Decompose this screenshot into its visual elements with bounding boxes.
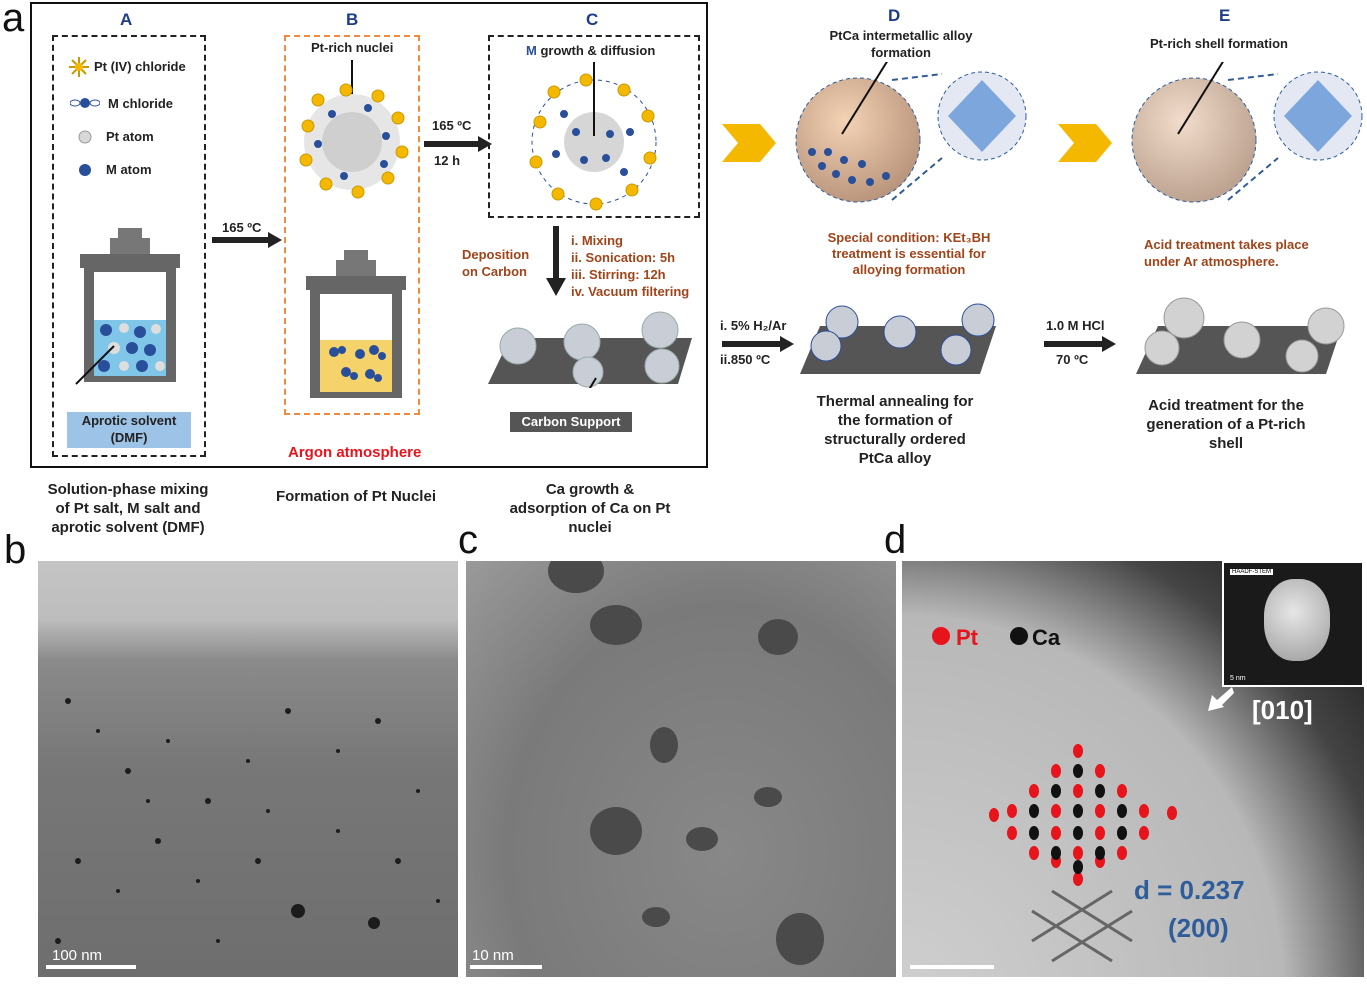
- inset-scale-label: 5 nm: [1230, 675, 1246, 682]
- arrow1-label: 165 ºC: [222, 220, 262, 235]
- legend-m-chloride: M chloride: [70, 94, 210, 114]
- acid-caption: Acid treatment for the generation of a P…: [1146, 397, 1306, 452]
- legend-pt-chloride: Pt (IV) chloride: [68, 56, 208, 78]
- tem-image-c: 10 nm: [466, 561, 896, 977]
- inset-particle: [1264, 579, 1330, 661]
- deposition-label: Deposition on Carbon: [462, 247, 530, 279]
- acid-condition-1: 1.0 M HCl: [1046, 318, 1105, 333]
- schematic-frame: [30, 2, 708, 468]
- legend-pt-atom: Pt atom: [78, 128, 208, 148]
- particle-field-b: [55, 698, 440, 944]
- box-c: [488, 35, 700, 218]
- panel-label-c: c: [458, 518, 478, 562]
- annealing-condition-1: i. 5% H₂/Ar: [720, 318, 787, 333]
- argon-atmosphere-label: Argon atmosphere: [288, 444, 422, 461]
- scale-bar-d: [910, 965, 994, 969]
- step-letter-c: C: [586, 10, 599, 29]
- arrow2-label-time: 12 h: [434, 153, 461, 168]
- caption-a: Solution-phase mixing of Pt salt, M salt…: [47, 481, 209, 536]
- acid-note: Acid treatment takes place under Ar atmo…: [1144, 237, 1309, 269]
- pt-rich-nuclei-label: Pt-rich nuclei: [311, 40, 394, 55]
- inset-label: HAADF-STEM: [1230, 569, 1273, 575]
- pt-legend-label: Pt: [956, 625, 978, 650]
- arrow-right-icon: [722, 336, 794, 352]
- zone-axis-label: [010]: [1252, 695, 1313, 725]
- panel-label-d: d: [884, 518, 907, 562]
- arrow-right-icon: [1044, 336, 1116, 352]
- scale-label-b: 100 nm: [52, 947, 103, 964]
- arrow-down-icon: [546, 226, 566, 296]
- reaction-vessel-a: [75, 228, 180, 385]
- shell-formation-label: Pt-rich shell formation: [1150, 36, 1288, 51]
- step-letter-a: A: [120, 10, 133, 29]
- legend-m-atom: M atom: [78, 161, 208, 181]
- carbon-support-particles: [488, 311, 692, 388]
- pt-chloride-icon: [69, 57, 89, 77]
- m-chloride-icon: [70, 98, 100, 108]
- haadf-inset: HAADF-STEM 5 nm: [1222, 561, 1364, 687]
- box-b: [284, 35, 420, 415]
- step-letter-d: D: [888, 6, 901, 25]
- plane-label: (200): [1168, 913, 1229, 943]
- scale-bar-c: [470, 965, 542, 969]
- ca-legend-label: Ca: [1032, 625, 1061, 650]
- reaction-vessel-b: [306, 250, 406, 398]
- pt-atom-icon: [78, 130, 92, 144]
- annealed-particles: [800, 303, 996, 374]
- pt-legend-dot: [932, 627, 950, 645]
- shell-particles: [1136, 297, 1345, 374]
- alloy-particle-d: [795, 62, 1027, 203]
- particle-field-c: [548, 561, 824, 965]
- lattice-overlay: [989, 687, 1234, 963]
- d-spacing-label: d = 0.237: [1134, 875, 1245, 905]
- acid-condition-2: 70 ºC: [1056, 352, 1089, 367]
- shell-particle-e: [1131, 62, 1363, 203]
- special-condition-note: Special condition: KEt₃BH treatment is e…: [827, 230, 991, 277]
- step-letter-e: E: [1219, 6, 1231, 25]
- panel-label-a: a: [2, 0, 25, 40]
- caption-b: Formation of Pt Nuclei: [275, 488, 436, 505]
- deposition-steps: i. Mixing ii. Sonication: 5h iii. Stirri…: [571, 233, 690, 299]
- arrow2-label-temp: 165 ºC: [432, 118, 472, 133]
- arrow-right-icon: [424, 136, 492, 152]
- scale-label-c: 10 nm: [472, 947, 514, 964]
- panel-label-b: b: [4, 528, 27, 572]
- growth-diffusion-label: M growth & diffusion: [526, 43, 656, 58]
- scale-bar-b: [46, 965, 136, 969]
- legend-pt-atom-label: Pt atom: [106, 129, 154, 144]
- m-atom-icon: [79, 164, 91, 176]
- legend-m-atom-label: M atom: [106, 162, 152, 177]
- thermal-caption: Thermal annealing for the formation of s…: [816, 393, 974, 467]
- carbon-support-label: Carbon Support: [510, 412, 632, 432]
- ca-legend-dot: [1010, 627, 1028, 645]
- m-growth-cluster: [529, 62, 657, 211]
- box-a: [52, 35, 206, 457]
- solvent-label: Aprotic solvent (DMF): [67, 412, 191, 448]
- annealing-condition-2: ii.850 ºC: [720, 352, 771, 367]
- pt-nucleus-cluster: [299, 60, 409, 199]
- step-letter-b: B: [346, 10, 359, 29]
- legend-pt-chloride-label: Pt (IV) chloride: [94, 59, 186, 74]
- tem-image-b: 100 nm: [38, 561, 458, 977]
- arrow-right-icon: [212, 232, 282, 248]
- caption-c: Ca growth & adsorption of Ca on Pt nucle…: [509, 481, 671, 536]
- legend-m-chloride-label: M chloride: [108, 96, 174, 111]
- alloy-formation-label: PtCa intermetallic alloy formation: [829, 28, 973, 60]
- chevrons-icon: [722, 124, 776, 162]
- chevrons-icon: [1058, 124, 1112, 162]
- haadf-image-d: Pt Ca [010] d = 0.237 (200) HAADF-STEM 5…: [902, 561, 1364, 977]
